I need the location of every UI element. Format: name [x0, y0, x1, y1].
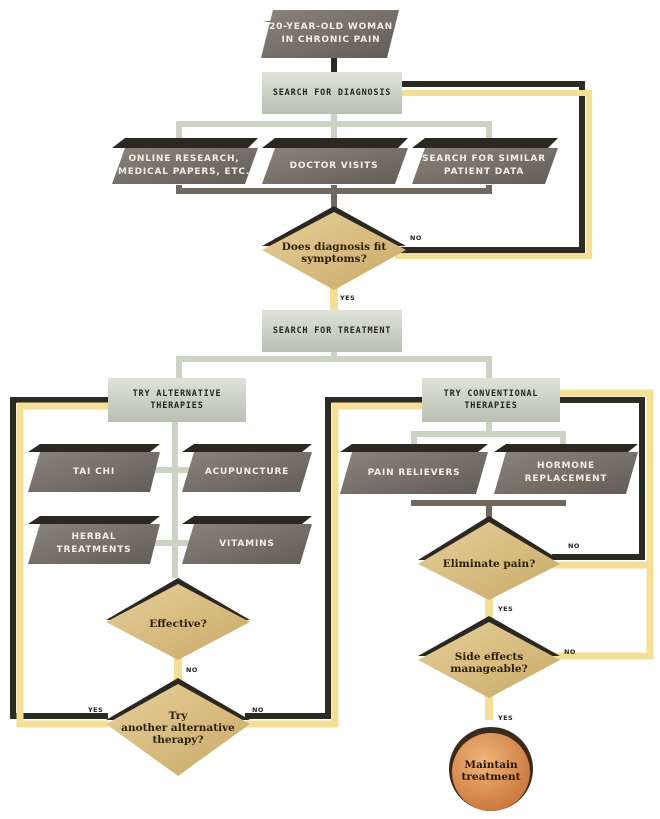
diagnosis-fit-node: Does diagnosis fit symptoms? — [281, 241, 387, 265]
edge-label-try-another-no: NO — [252, 706, 264, 714]
try-conventional-node: TRY CONVENTIONAL THERAPIES — [443, 389, 539, 411]
diamond-nodes — [106, 206, 560, 776]
connector — [172, 422, 178, 578]
maintain-node: Maintain treatment — [461, 759, 521, 783]
edge-label-eliminate-no: NO — [568, 542, 580, 550]
pain-relievers-shape — [340, 452, 488, 494]
loop-try-another-no-dark — [245, 397, 422, 719]
connector — [176, 356, 492, 362]
edge-label-effective-no: NO — [186, 666, 198, 674]
maintain-shape — [452, 733, 530, 811]
search-diagnosis-shape — [262, 72, 402, 114]
vitamins-node: VITAMINS — [219, 538, 275, 549]
hormone-shape — [494, 452, 638, 494]
search-treatment-shape — [262, 310, 402, 352]
connector — [486, 121, 492, 146]
connector — [485, 694, 493, 720]
online-research-node: ONLINE RESEARCH, MEDICAL PAPERS, ETC. — [117, 154, 251, 177]
connector — [176, 121, 182, 146]
connector — [150, 540, 195, 546]
connector — [331, 57, 337, 72]
start-node: 20-YEAR-OLD WOMAN IN CHRONIC PAIN — [269, 22, 393, 45]
parallelogram-nodes — [28, 10, 638, 564]
diagnosis-fit-shape — [262, 212, 406, 290]
effective-shape — [106, 584, 250, 660]
box-nodes — [108, 72, 560, 422]
connector — [174, 656, 182, 684]
tai-chi-shape — [28, 452, 160, 492]
terminal-node — [449, 727, 533, 811]
try-alternative-shape — [108, 378, 246, 422]
loop-eliminate-no — [552, 389, 654, 569]
connector — [331, 185, 337, 210]
tai-chi-shadow — [28, 444, 160, 452]
pain-relievers-node: PAIN RELIEVERS — [367, 467, 461, 478]
try-conventional-shape — [422, 378, 560, 422]
side-effects-shape — [418, 622, 560, 698]
edge-label-side-effects-yes: YES — [498, 714, 514, 722]
try-another-node: Try another alternative therapy? — [121, 710, 235, 746]
edge-label-diagnosis-yes: YES — [340, 294, 356, 302]
edge-label-try-another-yes: YES — [88, 706, 104, 714]
herbal-shadow — [28, 516, 160, 524]
connector — [486, 500, 492, 518]
acupuncture-shadow — [182, 444, 312, 452]
connector — [411, 431, 417, 449]
connector — [330, 287, 338, 311]
loop-try-another-yes — [16, 402, 108, 728]
acupuncture-node: ACUPUNCTURE — [204, 466, 290, 477]
doctor-visits-shape — [262, 148, 408, 184]
similar-patient-node: SEARCH FOR SIMILAR PATIENT DATA — [422, 154, 546, 177]
connector — [331, 121, 337, 146]
connector — [486, 422, 492, 434]
online-research-shadow — [112, 138, 258, 148]
doctor-visits-shadow — [262, 138, 408, 148]
connector — [486, 356, 492, 378]
effective-node: Effective? — [149, 618, 207, 630]
loop-diagnosis-no-yellow — [395, 90, 592, 259]
hormone-node: HORMONE REPLACEMENT — [524, 461, 608, 484]
similar-patient-shadow — [412, 138, 558, 148]
pain-relievers-shadow — [340, 444, 488, 452]
vitamins-shape — [182, 524, 312, 564]
connectors — [10, 57, 654, 728]
hormone-shadow — [494, 444, 638, 452]
connector — [150, 467, 195, 473]
connector — [560, 431, 566, 449]
connector — [486, 185, 492, 194]
online-research-shape — [112, 148, 258, 184]
edge-label-side-effects-no: NO — [564, 648, 576, 656]
loop-try-another-yes-dark — [10, 397, 108, 719]
loop-eliminate-no-dark — [552, 397, 645, 560]
loop-try-another-no — [245, 402, 422, 728]
side-effects-node: Side effects manageable? — [450, 651, 528, 675]
tai-chi-node: TAI CHI — [73, 466, 115, 477]
eliminate-pain-node: Eliminate pain? — [442, 558, 536, 570]
loop-diagnosis-no — [395, 81, 585, 253]
connector — [176, 185, 182, 194]
eliminate-pain-shape — [418, 522, 560, 600]
edge-label-diagnosis-no: NO — [410, 234, 422, 242]
herbal-shape — [28, 524, 160, 564]
try-alternative-node: TRY ALTERNATIVE THERAPIES — [132, 389, 222, 411]
doctor-visits-node: DOCTOR VISITS — [289, 160, 379, 171]
search-diagnosis-node: SEARCH FOR DIAGNOSIS — [272, 88, 392, 98]
loop-side-effects-no — [552, 565, 654, 660]
connector — [331, 113, 337, 126]
connector — [176, 356, 182, 378]
acupuncture-shape — [182, 452, 312, 492]
edge-label-eliminate-yes: YES — [498, 605, 514, 613]
herbal-node: HERBAL TREATMENTS — [56, 532, 132, 555]
try-another-shape — [106, 684, 250, 776]
similar-patient-shape — [412, 148, 558, 184]
connector — [411, 431, 566, 437]
start-shape — [261, 10, 399, 58]
connector — [485, 598, 493, 620]
search-treatment-node: SEARCH FOR TREATMENT — [272, 326, 392, 336]
vitamins-shadow — [182, 516, 312, 524]
